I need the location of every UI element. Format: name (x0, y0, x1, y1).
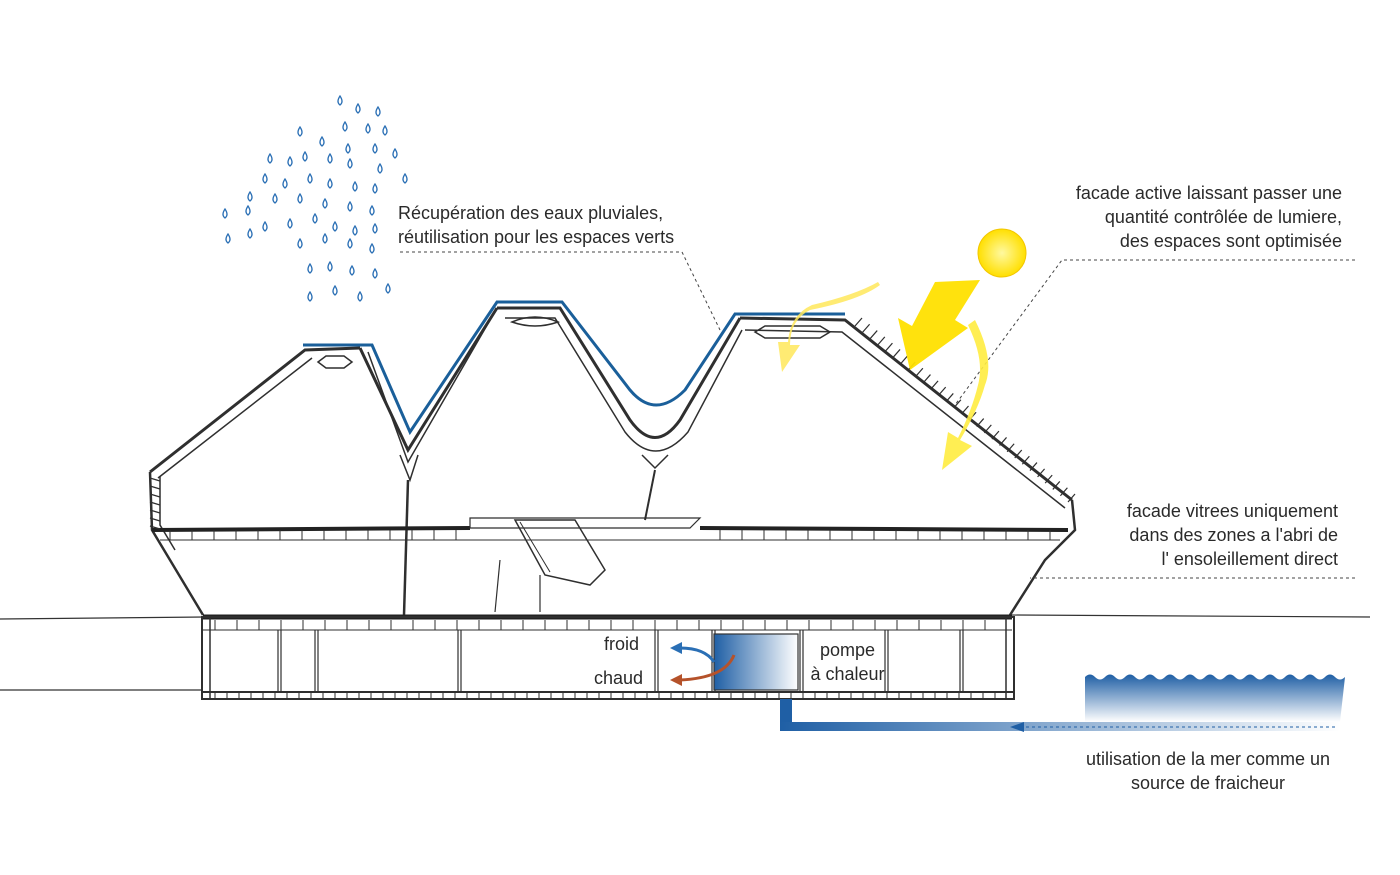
sea-water-pipe (780, 699, 1340, 732)
left-facade-louvers (149, 477, 161, 530)
sun-ray-arrow-icon (778, 280, 989, 470)
rain-drops-icon (222, 94, 408, 302)
active-facade-line-2: quantité contrôlée de lumiere, (1104, 207, 1342, 227)
glass-facade-line-3: l' ensoleillement direct (1161, 549, 1338, 569)
heat-pump-line-1: pompe (819, 640, 876, 660)
heat-pump-line-2: à chaleur (810, 664, 885, 684)
active-facade-line-1: facade active laissant passer une (1075, 183, 1342, 203)
sea-line-1: utilisation de la mer comme un (1085, 749, 1331, 769)
sea-line-2: source de fraicheur (1130, 773, 1286, 793)
rainwater-roof-membrane (303, 300, 845, 436)
cold-flow-arrow-icon (679, 646, 716, 663)
rainwater-annotation: Récupération des eaux pluviales, réutili… (398, 201, 674, 249)
sun-icon (977, 228, 1027, 278)
glass-facade-line-1: facade vitrees uniquement (1126, 501, 1338, 521)
active-facade-line-3: des espaces sont optimisée (1119, 231, 1342, 251)
hot-label: chaud (594, 668, 644, 688)
rainwater-line-1: Récupération des eaux pluviales, (398, 203, 664, 223)
building-structure (148, 306, 1077, 700)
cold-label: froid (604, 634, 640, 654)
glass-facade-annotation: facade vitrees uniquement dans des zones… (1127, 499, 1338, 571)
leader-lines (400, 251, 1355, 579)
sea-waves-icon (1085, 674, 1345, 722)
heat-pump-unit (713, 633, 799, 691)
active-facade-annotation: facade active laissant passer une quanti… (1076, 181, 1342, 253)
glass-facade-line-2: dans des zones a l'abri de (1129, 525, 1338, 545)
facade-louvers (854, 317, 1076, 503)
ground-lines (0, 614, 1371, 691)
sea-annotation: utilisation de la mer comme un source de… (1068, 747, 1348, 795)
heat-pump-label: pompe à chaleur (805, 638, 890, 686)
hot-flow-arrow-icon (679, 654, 736, 682)
rainwater-line-2: réutilisation pour les espaces verts (398, 227, 675, 247)
